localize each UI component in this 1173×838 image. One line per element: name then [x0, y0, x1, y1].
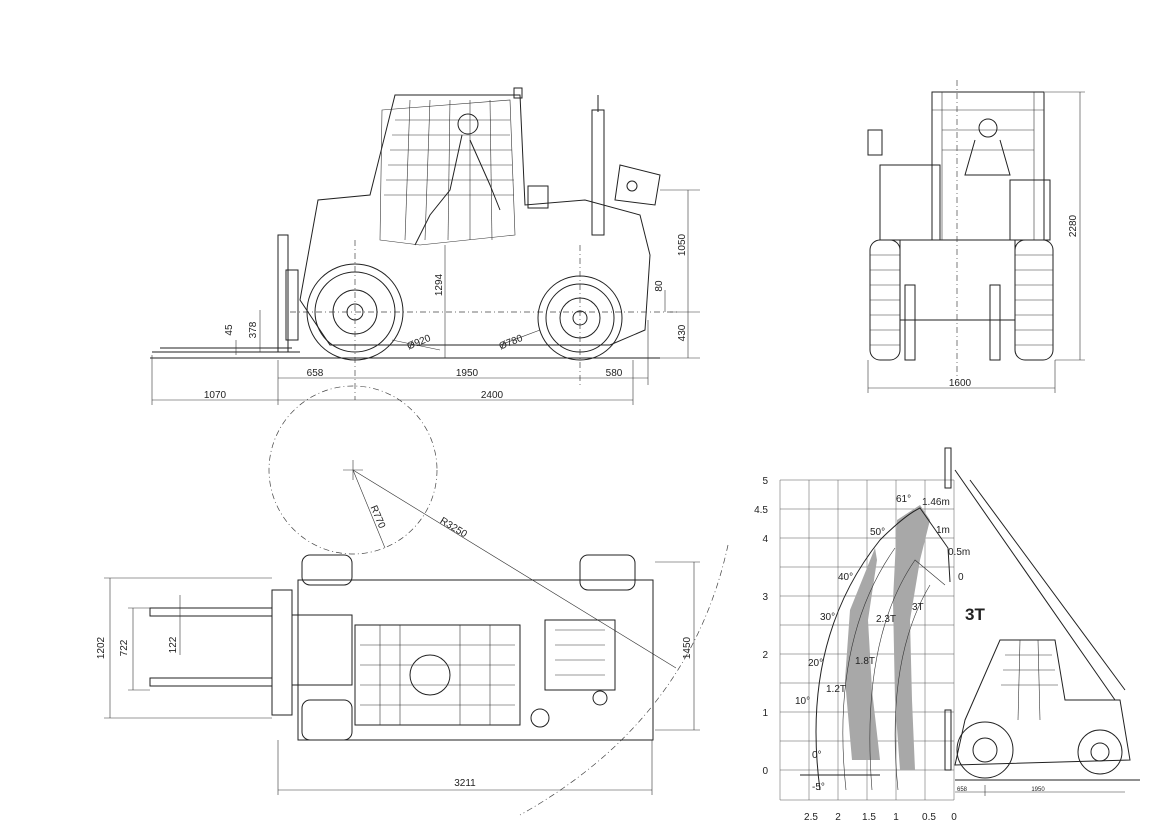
dim-fork-width: 122 — [168, 636, 179, 653]
dim-base-length: 2400 — [481, 390, 504, 401]
capacity-label: 1.2T — [826, 684, 846, 695]
machine-dim-label: 658 — [957, 787, 968, 793]
dim-rear-tyre: Ø780 — [498, 333, 525, 353]
dim-overall-height: 2280 — [1068, 214, 1079, 237]
angle-label: 50° — [870, 527, 885, 538]
x-tick-label: 1.5 — [862, 812, 876, 823]
zone-3t — [893, 505, 930, 770]
machine-dim-label: 1950 — [1031, 787, 1045, 793]
extension-label: 1m — [936, 525, 950, 536]
x-tick-label: 2.5 — [804, 812, 818, 823]
extension-label: 0 — [958, 572, 964, 583]
capacity-label: 2.3T — [876, 614, 896, 625]
x-tick-label: 0 — [951, 812, 957, 823]
capacity-label: 1.8T — [855, 656, 875, 667]
dim-axle-height: 430 — [677, 324, 688, 341]
top-view: R770 R3250 1202 722 122 1450 3211 — [96, 385, 729, 816]
x-tick-label: 0.5 — [922, 812, 936, 823]
x-tick-label: 1 — [893, 812, 899, 823]
capacity-label: 3T — [912, 602, 924, 613]
y-tick-label: 4 — [762, 534, 768, 545]
dim-pivot-height: 1050 — [677, 233, 688, 256]
dim-overall-width: 1600 — [949, 378, 972, 389]
dim-inner-radius: R770 — [368, 504, 388, 531]
angle-label: -5° — [812, 782, 825, 793]
angle-label: 40° — [838, 572, 853, 583]
dim-fork-length: 1070 — [204, 390, 227, 401]
dim-front-tyre: Ø920 — [406, 333, 433, 353]
extension-label: 1.46m — [922, 497, 950, 508]
dim-outer-radius: R3250 — [438, 516, 469, 541]
load-chart — [779, 447, 1140, 801]
front-view: 2280 1600 — [867, 80, 1085, 393]
angle-label: 0° — [812, 750, 822, 761]
dim-front-overhang: 658 — [307, 368, 324, 379]
dim-fork-ground: 45 — [224, 324, 235, 336]
side-view: 1070 658 1950 580 2400 378 45 Ø920 Ø780 … — [150, 87, 700, 405]
extension-label: 0.5m — [948, 547, 970, 558]
load-chart-labels: 0 1 2 3 4 4.5 5 2.5 2 1.5 1 0.5 0 -5° 0° 10° 20° 30° 40° 50… — [754, 476, 1045, 823]
angle-label: 10° — [795, 696, 810, 707]
dim-clearance-80: 80 — [654, 280, 665, 292]
y-tick-label: 2 — [762, 650, 768, 661]
dim-rear-overhang: 580 — [606, 368, 623, 379]
y-tick-label: 0 — [762, 766, 768, 777]
dim-seat-height: 1294 — [434, 273, 445, 296]
angle-label: 61° — [896, 494, 911, 505]
zone-1.8t — [845, 548, 880, 760]
y-tick-label: 1 — [762, 708, 768, 719]
y-tick-label: 5 — [762, 476, 768, 487]
dim-wheelbase: 1950 — [456, 368, 479, 379]
y-tick-label: 4.5 — [754, 505, 768, 516]
dim-body-width: 1450 — [682, 636, 693, 659]
dim-fork-height: 378 — [248, 321, 259, 338]
dim-fork-spread: 722 — [119, 639, 130, 656]
dim-overall-length: 3211 — [454, 778, 476, 789]
rated-capacity-label: 3T — [965, 605, 985, 624]
x-tick-label: 2 — [835, 812, 841, 823]
dim-carriage-width: 1202 — [96, 636, 107, 659]
angle-label: 30° — [820, 612, 835, 623]
y-tick-label: 3 — [762, 592, 768, 603]
angle-label: 20° — [808, 658, 823, 669]
